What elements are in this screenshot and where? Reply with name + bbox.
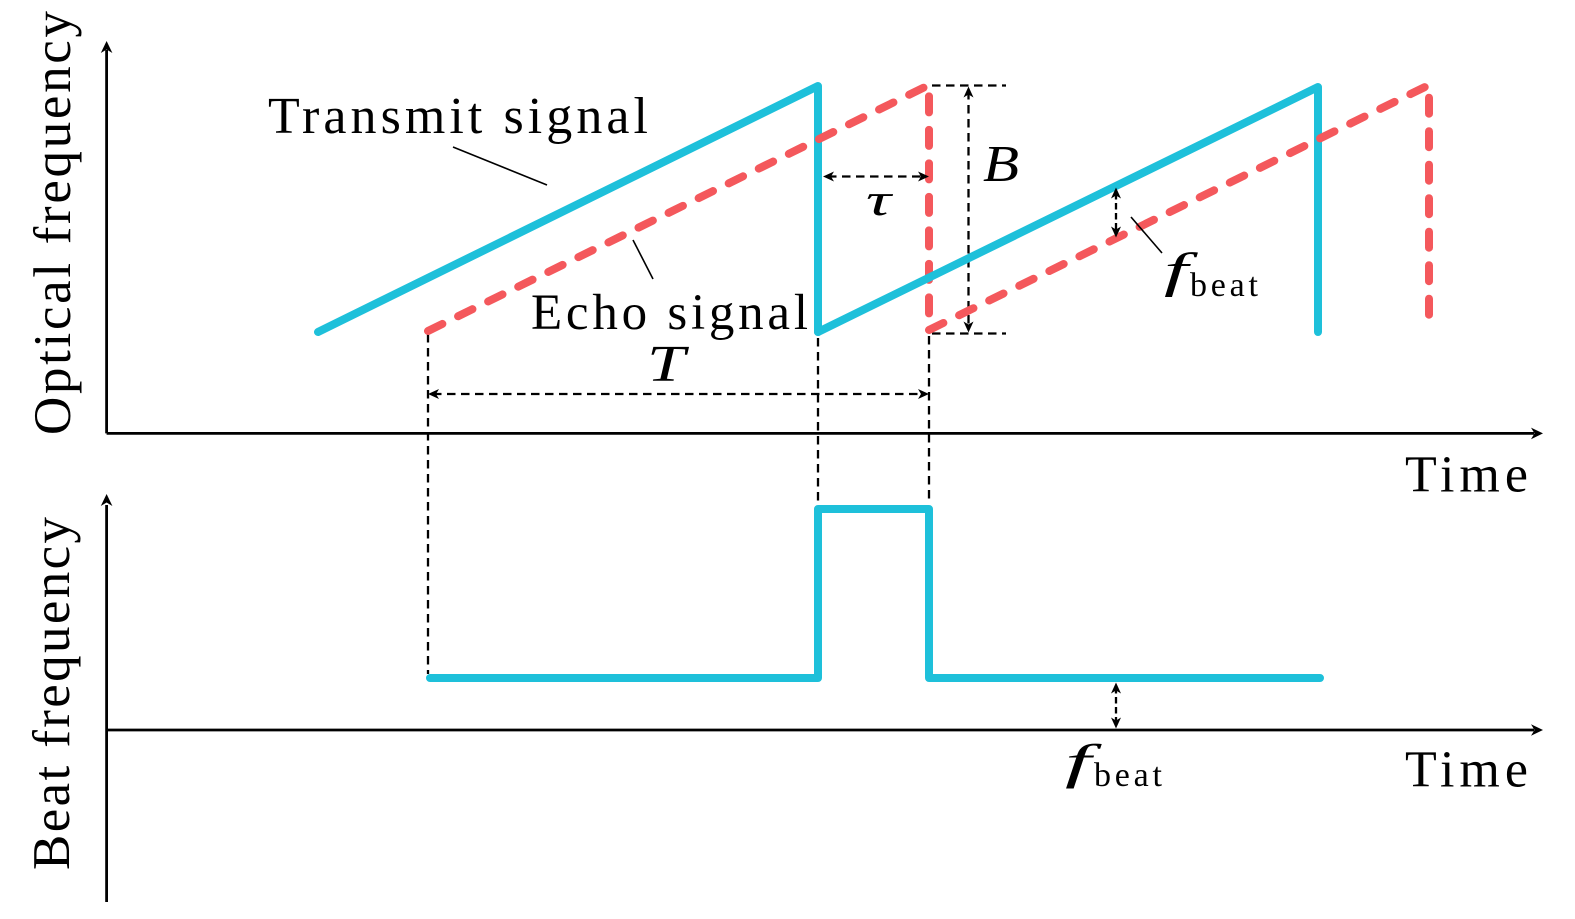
svg-text:T: T — [647, 336, 689, 393]
svg-text:Beat frequency: Beat frequency — [23, 517, 81, 871]
svg-text:B: B — [983, 136, 1019, 193]
svg-text:Time: Time — [1405, 447, 1528, 504]
svg-text:Echo signal: Echo signal — [531, 285, 808, 341]
svg-text:τ: τ — [866, 175, 894, 225]
svg-text:Optical frequency: Optical frequency — [24, 11, 82, 436]
svg-text:beat: beat — [1094, 757, 1163, 794]
svg-text:Time: Time — [1405, 742, 1528, 799]
svg-text:beat: beat — [1190, 267, 1259, 304]
svg-text:Transmit signal: Transmit signal — [268, 88, 648, 145]
